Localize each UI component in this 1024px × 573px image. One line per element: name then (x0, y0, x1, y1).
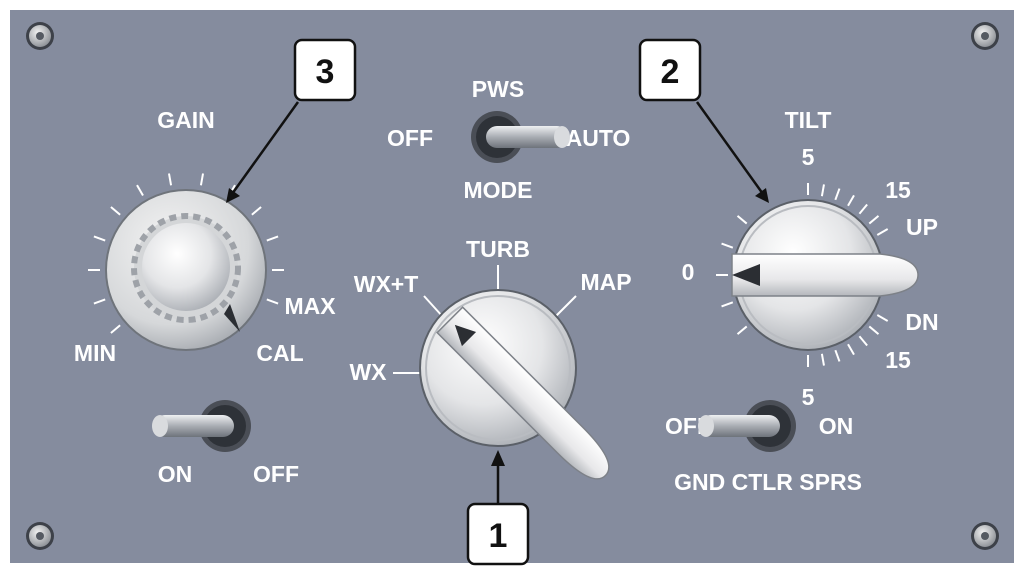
scale-tick (868, 325, 880, 335)
tilt-dn15-label: 15 (885, 347, 911, 373)
scale-tick (820, 184, 825, 197)
scale-tick (736, 215, 748, 225)
callout-2: 2 (638, 38, 769, 203)
pws-mode-toggle-switch[interactable] (471, 111, 570, 163)
scale-tick (251, 206, 262, 216)
tilt-up5-label: 5 (802, 144, 815, 170)
scale-tick (858, 203, 868, 215)
scale-tick (847, 194, 855, 207)
tilt-dn-label: DN (905, 309, 938, 335)
scale-tick (110, 324, 121, 334)
mode-map-label: MAP (580, 269, 631, 295)
tilt-up15-label: 15 (885, 177, 911, 203)
gnd-ctlr-sprs-toggle-switch[interactable] (698, 400, 796, 452)
screw-icon (971, 522, 999, 550)
gain-max-label: MAX (284, 293, 336, 319)
scale-tick (167, 173, 173, 186)
scale-tick (834, 188, 841, 201)
tilt-title: TILT (785, 107, 832, 133)
power-off-label: OFF (253, 461, 299, 487)
tilt-dn5-label: 5 (802, 384, 815, 410)
callout-2-label: 2 (661, 53, 680, 91)
scale-tick (110, 206, 121, 216)
gain-knob[interactable] (105, 189, 267, 351)
scale-tick (736, 325, 748, 335)
screw-icon (26, 522, 54, 550)
callout-3: 3 (226, 38, 357, 203)
tilt-scale-ticks (716, 183, 889, 367)
tilt-knob[interactable] (731, 199, 919, 351)
screw-icon (971, 22, 999, 50)
mode-wx-label: WX (349, 359, 387, 385)
tilt-up-label: UP (906, 214, 938, 240)
scale-tick (847, 343, 855, 356)
scale-tick (721, 301, 734, 308)
scale-tick (199, 173, 205, 186)
pws-title: PWS (472, 76, 524, 102)
scale-tick (820, 353, 825, 366)
scale-tick (136, 184, 144, 197)
mode-turb-label: TURB (466, 236, 530, 262)
mode-selector-knob[interactable] (419, 289, 618, 488)
gnd-ctlr-sprs-title: GND CTLR SPRS (674, 469, 862, 495)
mode-selector-ticks (393, 265, 577, 374)
pws-mode-label: MODE (464, 177, 533, 203)
callout-1-label: 1 (489, 517, 508, 555)
scale-tick (93, 298, 106, 305)
power-toggle-switch[interactable] (152, 400, 251, 452)
gain-title: GAIN (157, 107, 215, 133)
scale-tick (876, 314, 889, 322)
gnd-on-label: ON (819, 413, 854, 439)
pws-auto-label: AUTO (566, 125, 631, 151)
scale-tick (93, 235, 106, 242)
scale-tick (876, 228, 889, 236)
pws-off-label: OFF (387, 125, 433, 151)
gain-min-label: MIN (74, 340, 116, 366)
power-on-label: ON (158, 461, 193, 487)
scale-tick (266, 235, 279, 242)
callout-1: 1 (466, 450, 530, 566)
tilt-pointer-arrow-icon (732, 264, 760, 286)
mode-pointer-arrow-icon (454, 324, 477, 347)
mode-wxt-label: WX+T (354, 271, 419, 297)
scale-tick (858, 335, 868, 347)
tilt-zero-label: 0 (682, 259, 695, 285)
screw-icon (26, 22, 54, 50)
scale-tick (721, 242, 734, 249)
callout-3-label: 3 (316, 53, 335, 91)
scale-tick (834, 349, 841, 362)
scale-tick (266, 298, 279, 305)
scale-tick (868, 215, 880, 225)
gain-cal-label: CAL (256, 340, 303, 366)
